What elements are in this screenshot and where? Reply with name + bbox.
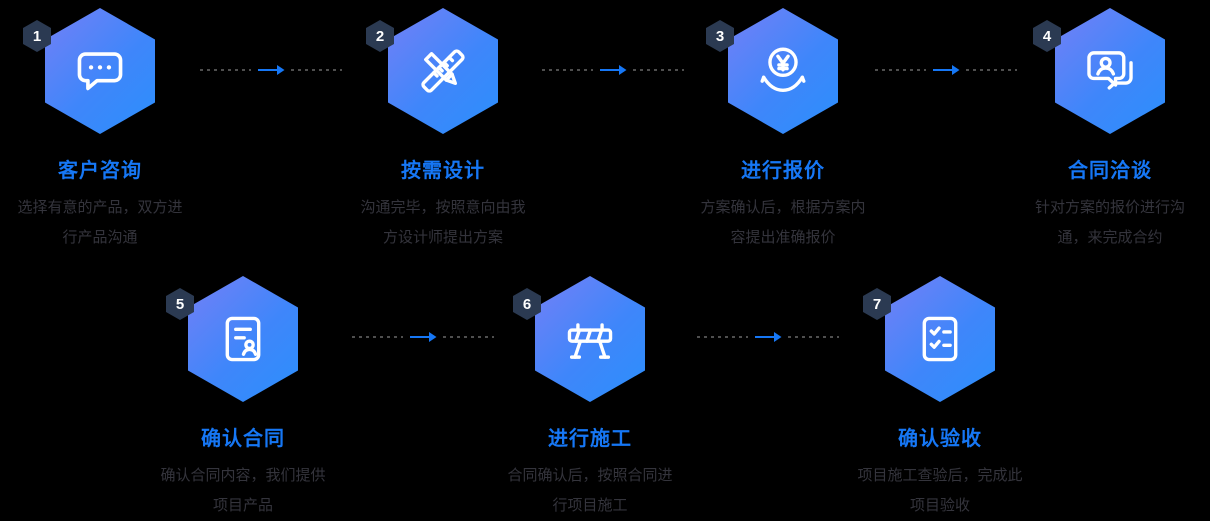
hand-coin-icon [760,47,806,93]
step-number: 4 [1042,27,1052,45]
step-description: 方案确认后，根据方案内容提出准确报价 [700,199,866,246]
step-icon-hexagon [45,8,155,134]
contract-doc-icon [225,316,261,362]
flow-connector-5-6 [352,330,494,344]
step-title: 客户咨询 [58,160,142,182]
step-number-badge: 3 [706,20,734,52]
step-title: 确认合同 [201,428,285,450]
step-4: 4 合同洽谈 针对方案的报价进行沟通，来完成合约 [1000,0,1210,253]
flow-connector-1-2 [200,63,342,77]
step-2: 2 按需设计 沟通完毕，按照意向由我方设计师提出方案 [333,0,553,253]
step-description: 选择有意的产品，双方进行产品沟通 [17,199,183,246]
arrow-right-icon [933,65,960,75]
step-description: 针对方案的报价进行沟通，来完成合约 [1034,199,1185,246]
step-number: 5 [175,295,185,313]
step-3: 3 进行报价 方案确认后，根据方案内容提出准确报价 [673,0,893,253]
arrow-right-icon [258,65,285,75]
step-number: 6 [522,295,532,313]
step-6: 6 进行施工 合同确认后，按照合同进行项目施工 [480,268,700,521]
step-1: 1 客户咨询 选择有意的产品，双方进行产品沟通 [0,0,210,253]
pencil-ruler-icon [421,49,465,93]
step-title: 按需设计 [401,160,485,182]
flow-connector-3-4 [875,63,1017,77]
step-title: 进行施工 [548,428,632,450]
arrow-right-icon [410,332,437,342]
step-icon-hexagon [728,8,838,134]
dashed-line [788,336,839,338]
step-description: 确认合同内容，我们提供项目产品 [160,467,326,514]
step-number: 2 [375,27,385,45]
step-description: 项目施工查验后，完成此项目验收 [857,467,1023,514]
step-number-badge: 7 [863,288,891,320]
step-5: 5 确认合同 确认合同内容，我们提供项目产品 [133,268,353,521]
barrier-icon [567,323,613,359]
step-description: 合同确认后，按照合同进行项目施工 [507,467,673,514]
step-icon-hexagon [1055,8,1165,134]
step-icon-hexagon [188,276,298,402]
dashed-line [291,69,342,71]
dashed-line [443,336,494,338]
step-number: 1 [32,27,42,45]
step-title: 进行报价 [741,160,825,182]
dashed-line [352,336,403,338]
person-bubble-icon [1087,51,1133,90]
step-number: 7 [872,295,882,313]
step-title: 确认验收 [898,428,982,450]
flow-connector-2-3 [542,63,684,77]
chat-dots-icon [77,52,123,91]
step-number-badge: 6 [513,288,541,320]
arrow-right-icon [600,65,627,75]
dashed-line [875,69,926,71]
step-icon-hexagon [885,276,995,402]
checklist-icon [922,316,958,362]
arrow-right-icon [755,332,782,342]
step-icon-hexagon [388,8,498,134]
step-number-badge: 5 [166,288,194,320]
dashed-line [633,69,684,71]
step-icon-hexagon [535,276,645,402]
dashed-line [966,69,1017,71]
flow-connector-6-7 [697,330,839,344]
step-description: 沟通完毕，按照意向由我方设计师提出方案 [360,199,526,246]
dashed-line [200,69,251,71]
step-number: 3 [715,27,725,45]
dashed-line [542,69,593,71]
dashed-line [697,336,748,338]
step-7: 7 确认验收 项目施工查验后，完成此项目验收 [830,268,1050,521]
step-title: 合同洽谈 [1068,160,1152,182]
